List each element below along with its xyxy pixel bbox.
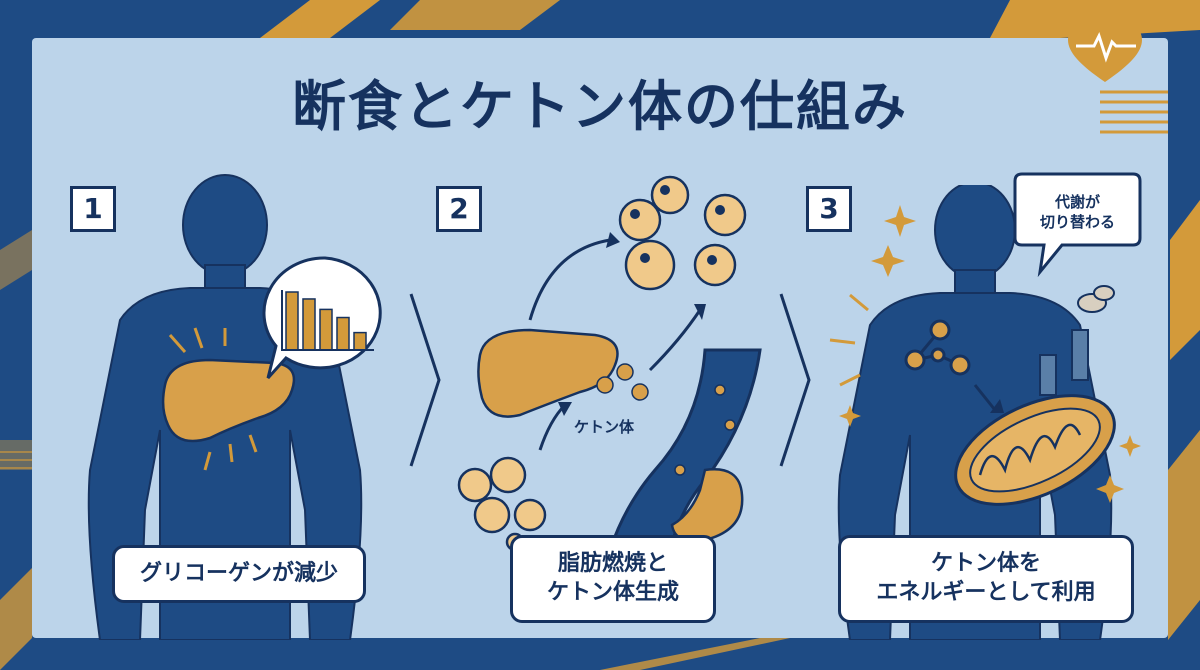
chart-bar	[319, 308, 333, 351]
blood-vessel	[608, 348, 762, 550]
step-1-caption: グリコーゲンが減少	[112, 545, 366, 603]
chart-bar	[336, 316, 350, 351]
step-3-caption-line-2: エネルギーとして利用	[876, 580, 1096, 605]
step-3-caption: ケトン体を エネルギーとして利用	[838, 535, 1134, 623]
step-1-caption-text: グリコーゲンが減少	[139, 560, 338, 586]
metabolism-bubble-text: 代謝が 切り替わる	[1015, 192, 1140, 233]
metabolism-bubble	[1013, 172, 1142, 278]
step-1-number: 1	[70, 186, 116, 232]
factory-icon	[1039, 285, 1115, 396]
bubble-line-2: 切り替わる	[1039, 213, 1115, 232]
energy-rays	[829, 293, 869, 387]
mitochondria-icon	[954, 394, 1116, 506]
step-2-caption: 脂肪燃焼と ケトン体生成	[510, 535, 716, 623]
ketone-label: ケトン体	[574, 418, 635, 436]
glycogen-bar-chart	[281, 290, 374, 351]
chevron-right-icon	[779, 293, 811, 467]
chart-bar	[285, 291, 299, 351]
liver-icon	[477, 328, 619, 418]
liver-icon	[161, 358, 296, 443]
chart-axis	[281, 290, 374, 351]
step-2-number: 2	[436, 186, 482, 232]
fat-cell-icon	[618, 175, 747, 291]
page-title: 断食とケトン体の仕組み	[292, 75, 908, 138]
bubble-line-1: 代謝が	[1054, 193, 1100, 211]
step-2-caption-line-1: 脂肪燃焼と	[557, 551, 668, 577]
molecule-icon	[904, 319, 971, 376]
step-1-scene	[87, 174, 363, 640]
step-3-number: 3	[806, 186, 852, 232]
arrows-into-liver	[168, 327, 258, 471]
step-3-scene	[829, 185, 1141, 640]
step-2-scene	[457, 175, 762, 550]
chevron-right-icon	[409, 293, 441, 467]
chart-bar	[302, 298, 316, 351]
chart-bar	[353, 331, 367, 351]
heart-pulse-icon	[1068, 22, 1168, 134]
step-2-caption-line-2: ケトン体生成	[546, 580, 679, 605]
sparkle-icon	[839, 205, 1141, 503]
chart-bubble	[262, 256, 382, 380]
step-3-caption-line-1: ケトン体を	[930, 551, 1041, 577]
